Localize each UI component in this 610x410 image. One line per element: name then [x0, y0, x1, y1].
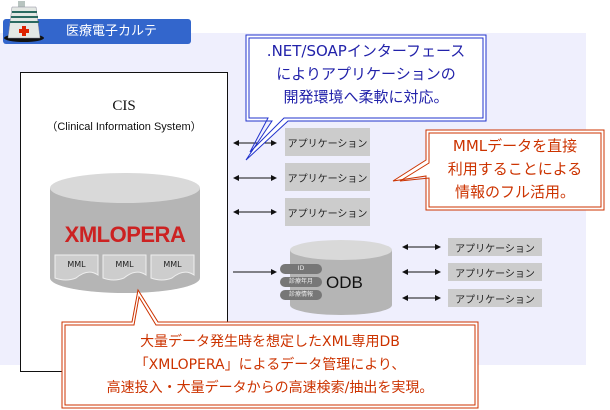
xmlopera-database [50, 173, 200, 293]
xmlopera-label: XMLOPERA [64, 222, 186, 247]
mml-label: MML [163, 260, 182, 269]
mml-label: MML [67, 260, 86, 269]
soap-callout-line: 開発環境へ柔軟に対応。 [283, 88, 449, 106]
hospital-icon [4, 1, 44, 42]
mml-document-icon [102, 254, 147, 281]
mml-callout: MMLデータを直接 利用することによる 情報のフル活用。 [429, 135, 601, 204]
xmlopera-callout-line: 「XMLOPERA」によるデータ管理により、 [134, 357, 406, 373]
soap-callout: .NET/SOAPインターフェース によりアプリケーションの 開発環境へ柔軟に対… [249, 40, 483, 109]
mml-document-icon [54, 254, 99, 281]
xmlopera-callout-line: 高速投入・大量データからの高速検索/抽出を実現。 [106, 380, 434, 396]
cis-application-box: アプリケーション [285, 198, 370, 226]
odb-database [280, 240, 392, 315]
mml-label: MML [115, 260, 134, 269]
mml-callout-frame [392, 129, 605, 211]
soap-callout-line: .NET/SOAPインターフェース [266, 42, 466, 60]
cis-application-box: アプリケーション [285, 163, 370, 191]
mml-callout-line: MMLデータを直接 [452, 137, 578, 155]
cis-application-box: アプリケーション [285, 128, 370, 156]
mml-callout-line: 利用することによる [447, 160, 583, 178]
xmlopera-callout-frame [61, 288, 479, 409]
soap-callout-line: によりアプリケーションの [276, 65, 456, 83]
cis-title: CIS [112, 98, 136, 114]
xmlopera-callout-line: 大量データ発生時を想定したXML専用DB [140, 334, 400, 350]
mml-document-icon [150, 254, 195, 281]
odb-field-date: 診療年月 [288, 278, 313, 285]
odb-application-box: アプリケーション [448, 289, 542, 307]
header-title: 医療電子カルテ [66, 24, 158, 39]
cis-subtitle: （Clinical Information System） [46, 121, 202, 133]
odb-application-box: アプリケーション [448, 238, 542, 256]
odb-label: ODB [326, 273, 363, 292]
soap-callout-frame [245, 34, 487, 161]
odb-field-id: ID [297, 265, 305, 272]
mml-callout-line: 情報のフル活用。 [454, 183, 575, 201]
odb-field-info: 診療情報 [288, 291, 313, 298]
odb-application-box: アプリケーション [448, 263, 542, 281]
xmlopera-callout: 大量データ発生時を想定したXML専用DB 「XMLOPERA」によるデータ管理に… [65, 331, 475, 400]
